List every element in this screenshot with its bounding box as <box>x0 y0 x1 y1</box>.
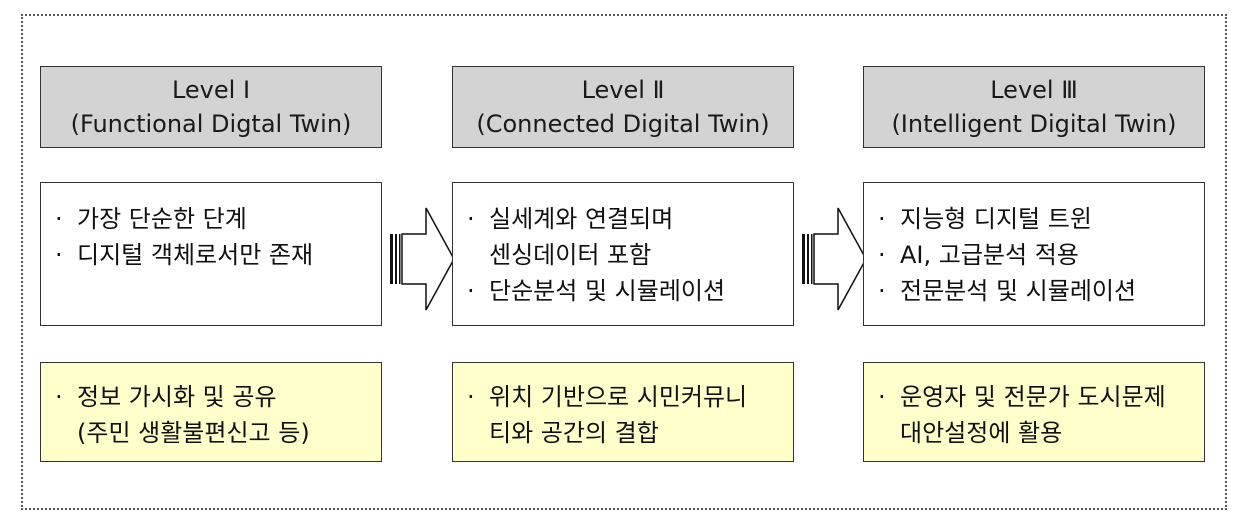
level-1-desc-item: 가장 단순한 단계 <box>55 201 381 237</box>
level-1-title: Level Ⅰ <box>171 76 251 104</box>
level-1-description: 가장 단순한 단계 디지털 객체로서만 존재 <box>40 182 382 326</box>
level-3-note-item: 운영자 및 전문가 도시문제 <box>878 379 1204 415</box>
level-1-note-continuation: (주민 생활불편신고 등) <box>77 419 310 447</box>
level-2-desc-continuation: 센싱데이터 포함 <box>489 241 652 269</box>
level-3-desc-item: 전문분석 및 시뮬레이션 <box>878 273 1204 309</box>
level-3-note-continuation: 대안설정에 활용 <box>900 419 1063 447</box>
level-3-desc-item: 지능형 디지털 트윈 <box>878 201 1204 237</box>
level-2-note-continuation: 티와 공간의 결합 <box>489 419 659 447</box>
right-arrow-icon <box>390 207 455 311</box>
level-2-application: 위치 기반으로 시민커뮤니 티와 공간의 결합 <box>452 362 794 462</box>
level-2-subtitle: (Connected Digital Twin) <box>476 110 770 138</box>
level-2-note-item: 위치 기반으로 시민커뮤니 <box>467 379 793 415</box>
level-2-desc-item: 단순분석 및 시뮬레이션 <box>467 273 793 309</box>
level-3-description: 지능형 디지털 트윈 AI, 고급분석 적용 전문분석 및 시뮬레이션 <box>863 182 1205 326</box>
level-1-header: Level Ⅰ (Functional Digtal Twin) <box>40 66 382 148</box>
level-1-note-item: 정보 가시화 및 공유 <box>55 379 381 415</box>
level-3-subtitle: (Intelligent Digital Twin) <box>891 110 1177 138</box>
level-1-desc-item: 디지털 객체로서만 존재 <box>55 237 381 273</box>
level-2-desc-item: 실세계와 연결되며 <box>467 201 793 237</box>
level-1-application: 정보 가시화 및 공유 (주민 생활불편신고 등) <box>40 362 382 462</box>
level-2-title: Level Ⅱ <box>581 76 665 104</box>
level-2-description: 실세계와 연결되며 센싱데이터 포함 단순분석 및 시뮬레이션 <box>452 182 794 326</box>
right-arrow-icon <box>802 207 867 311</box>
level-2-header: Level Ⅱ (Connected Digital Twin) <box>452 66 794 148</box>
level-3-title: Level Ⅲ <box>990 76 1078 104</box>
level-1-subtitle: (Functional Digtal Twin) <box>70 110 352 138</box>
level-3-application: 운영자 및 전문가 도시문제 대안설정에 활용 <box>863 362 1205 462</box>
diagram-frame <box>21 14 1227 510</box>
level-3-desc-item: AI, 고급분석 적용 <box>878 237 1204 273</box>
level-3-header: Level Ⅲ (Intelligent Digital Twin) <box>863 66 1205 148</box>
